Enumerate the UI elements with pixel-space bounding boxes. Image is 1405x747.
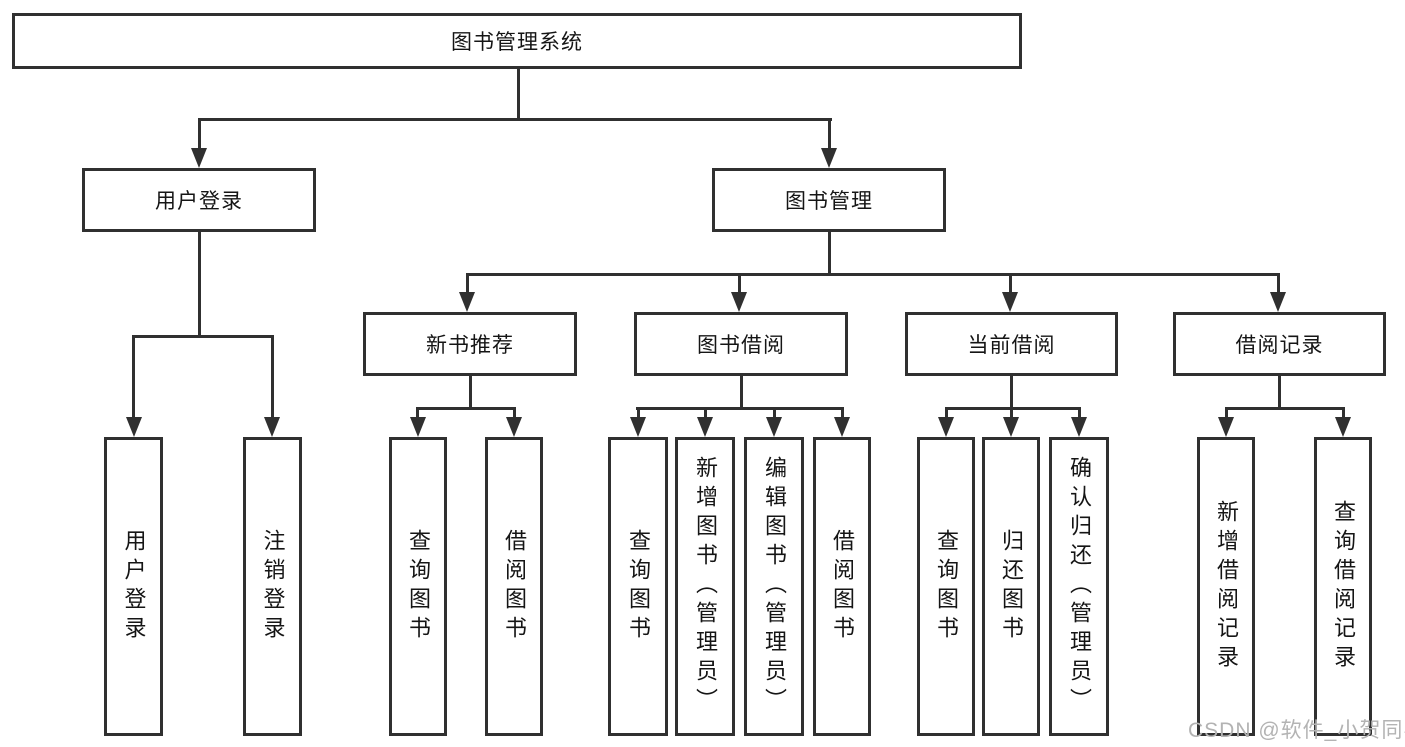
connector-hline	[1225, 407, 1345, 410]
connector-vline	[1078, 407, 1081, 421]
connector-vline	[132, 335, 135, 421]
connector-vline	[828, 118, 831, 152]
arrowhead-down-icon	[834, 417, 850, 437]
arrowhead-down-icon	[1003, 417, 1019, 437]
leaf-logout: 注销登录	[243, 437, 302, 736]
leaf-current-return-book-label: 归还图书	[999, 528, 1024, 645]
arrowhead-down-icon	[697, 417, 713, 437]
leaf-borrow-edit-book: 编辑图书（管理员）	[744, 437, 804, 736]
leaf-user-login: 用户登录	[104, 437, 163, 736]
connector-hline	[945, 407, 1081, 410]
leaf-borrow-edit-book-label: 编辑图书（管理员）	[762, 456, 787, 717]
connector-vline	[1009, 273, 1012, 296]
arrowhead-down-icon	[1071, 417, 1087, 437]
connector-vline	[945, 407, 948, 421]
connector-vline	[841, 407, 844, 421]
arrowhead-down-icon	[1218, 417, 1234, 437]
leaf-user-login-label: 用户登录	[121, 528, 147, 645]
connector-hline	[198, 118, 832, 121]
leaf-borrow-add-book-label: 新增图书（管理员）	[693, 456, 718, 717]
connector-vline	[637, 407, 640, 421]
node-borrow-records: 借阅记录	[1173, 312, 1386, 376]
leaf-records-query-record-label: 查询借阅记录	[1331, 499, 1356, 674]
node-borrow-records-label: 借阅记录	[1235, 334, 1324, 357]
arrowhead-down-icon	[1335, 417, 1351, 437]
leaf-rec-borrow-book-label: 借阅图书	[502, 528, 527, 645]
connector-vline	[740, 374, 743, 410]
connector-vline	[513, 407, 516, 421]
connector-hline	[636, 407, 844, 410]
connector-hline	[132, 335, 274, 338]
connector-vline	[773, 407, 776, 421]
leaf-borrow-query-book: 查询图书	[608, 437, 668, 736]
arrowhead-down-icon	[126, 417, 142, 437]
connector-vline	[517, 66, 520, 120]
arrowhead-down-icon	[630, 417, 646, 437]
connector-vline	[1010, 407, 1013, 421]
leaf-records-query-record: 查询借阅记录	[1314, 437, 1372, 736]
leaf-rec-query-book-label: 查询图书	[406, 528, 431, 645]
arrowhead-down-icon	[264, 417, 280, 437]
arrowhead-down-icon	[410, 417, 426, 437]
connector-vline	[198, 118, 201, 152]
connector-vline	[271, 335, 274, 421]
connector-hline	[466, 273, 1280, 276]
connector-vline	[1342, 407, 1345, 421]
arrowhead-down-icon	[766, 417, 782, 437]
connector-vline	[198, 232, 201, 338]
connector-vline	[704, 407, 707, 421]
connector-vline	[1278, 374, 1281, 410]
leaf-rec-borrow-book: 借阅图书	[485, 437, 543, 736]
node-user-login-label: 用户登录	[155, 190, 243, 213]
arrowhead-down-icon	[731, 292, 747, 312]
connector-vline	[466, 273, 469, 296]
leaf-current-confirm-return: 确认归还（管理员）	[1049, 437, 1109, 736]
leaf-borrow-borrow-book-label: 借阅图书	[830, 528, 855, 645]
connector-vline	[1225, 407, 1228, 421]
node-book-mgmt-label: 图书管理	[785, 190, 873, 213]
connector-vline	[469, 374, 472, 410]
node-user-login: 用户登录	[82, 168, 316, 232]
leaf-rec-query-book: 查询图书	[389, 437, 447, 736]
leaf-borrow-add-book: 新增图书（管理员）	[675, 437, 735, 736]
leaf-records-add-record: 新增借阅记录	[1197, 437, 1255, 736]
leaf-records-add-record-label: 新增借阅记录	[1214, 499, 1239, 674]
node-new-book-rec: 新书推荐	[363, 312, 577, 376]
arrowhead-down-icon	[821, 148, 837, 168]
node-book-mgmt: 图书管理	[712, 168, 946, 232]
node-root: 图书管理系统	[12, 13, 1022, 69]
leaf-current-return-book: 归还图书	[982, 437, 1040, 736]
arrowhead-down-icon	[506, 417, 522, 437]
node-book-borrow: 图书借阅	[634, 312, 848, 376]
arrowhead-down-icon	[938, 417, 954, 437]
connector-vline	[738, 273, 741, 296]
arrowhead-down-icon	[459, 292, 475, 312]
leaf-logout-label: 注销登录	[260, 528, 286, 645]
arrowhead-down-icon	[1270, 292, 1286, 312]
connector-vline	[828, 232, 831, 276]
csdn-watermark: CSDN @软件_小贺同学	[1188, 719, 1405, 742]
node-current-borrow-label: 当前借阅	[967, 334, 1056, 357]
leaf-current-query-book-label: 查询图书	[934, 528, 959, 645]
leaf-borrow-query-book-label: 查询图书	[626, 528, 651, 645]
node-current-borrow: 当前借阅	[905, 312, 1118, 376]
leaf-current-confirm-return-label: 确认归还（管理员）	[1067, 456, 1092, 717]
leaf-borrow-borrow-book: 借阅图书	[813, 437, 871, 736]
connector-vline	[416, 407, 419, 421]
arrowhead-down-icon	[191, 148, 207, 168]
leaf-current-query-book: 查询图书	[917, 437, 975, 736]
node-book-borrow-label: 图书借阅	[697, 334, 785, 357]
connector-vline	[1277, 273, 1280, 296]
node-new-book-rec-label: 新书推荐	[426, 334, 514, 357]
node-root-label: 图书管理系统	[451, 31, 583, 54]
connector-hline	[416, 407, 516, 410]
connector-vline	[1010, 374, 1013, 410]
arrowhead-down-icon	[1002, 292, 1018, 312]
